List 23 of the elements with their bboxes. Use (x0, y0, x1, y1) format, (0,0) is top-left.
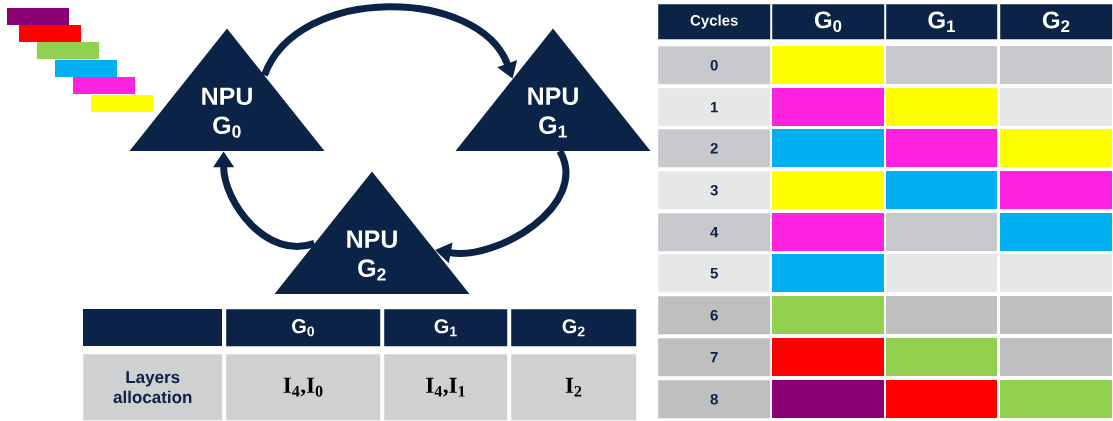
header-cell: Cycles (658, 4, 771, 40)
header-cell: G$_{2}$ (511, 309, 637, 347)
row-header-cell: 7 (658, 338, 771, 377)
table-cell: I$_{2}$ (511, 354, 637, 421)
row-header-cell: 0 (658, 46, 771, 85)
row-header-cell: 5 (658, 254, 771, 293)
header-cell: G$_{0}$ (772, 4, 885, 40)
triangle-node: NPU G$_{1}$ (455, 28, 651, 151)
row-header-cell: 2 (658, 129, 771, 168)
row-header-cell: 8 (658, 380, 771, 419)
triangle-node: NPU G$_{0}$ (129, 28, 325, 152)
header-cell: G$_{0}$ (226, 309, 381, 347)
row-header-cell: Layers allocation (83, 354, 223, 421)
row-header-cell: 1 (658, 88, 771, 127)
header-cell: G$_{1}$ (384, 309, 508, 347)
row-header-cell: 6 (658, 296, 771, 335)
row-header-cell: 3 (658, 171, 771, 210)
triangle-node: NPU G$_{2}$ (274, 171, 470, 294)
table-cell: I$_{4}$,I$_{0}$ (226, 354, 381, 421)
header-cell: G$_{2}$ (1000, 4, 1113, 40)
table-cell: I$_{4}$,I$_{1}$ (384, 354, 508, 421)
header-cell: G$_{1}$ (886, 4, 998, 40)
row-header-cell: 4 (658, 213, 771, 252)
